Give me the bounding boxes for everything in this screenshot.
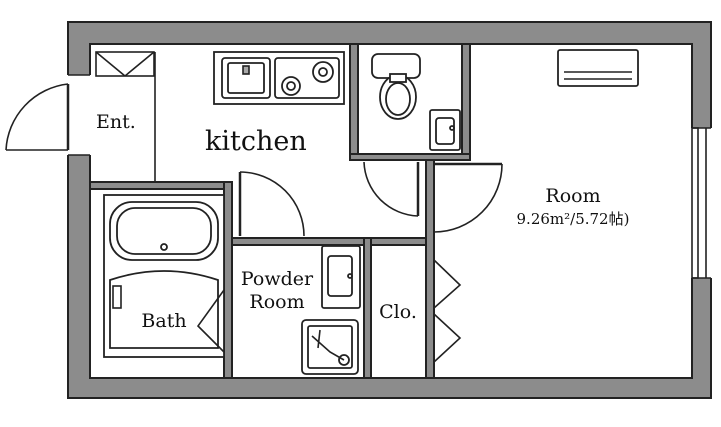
closet-doors: [433, 259, 462, 363]
bath-door: [196, 289, 225, 353]
entrance-opening: [66, 74, 92, 156]
exterior-walls: [67, 21, 712, 399]
washing-machine-pan-icon: [301, 319, 359, 375]
toilet-icon: [371, 53, 421, 120]
washbasin-icon: [429, 109, 461, 151]
interior-walls: [89, 43, 471, 379]
bathtub-icon: [103, 194, 225, 358]
closet-label: Clo.: [379, 301, 417, 323]
bath-label: Bath: [141, 310, 186, 332]
entrance-area: [95, 51, 156, 182]
powder-room-label-line1: Powder: [241, 268, 314, 290]
kitchen-counter: [213, 51, 345, 105]
washbasin-icon: [321, 245, 361, 309]
room-area-label: 9.26m²/5.72帖): [517, 210, 630, 228]
kitchen-label: kitchen: [205, 126, 307, 157]
room-label: Room: [545, 185, 600, 207]
powder-room-door: [238, 171, 305, 237]
powder-room-label-line2: Room: [249, 291, 304, 313]
entrance-label: Ent.: [96, 111, 136, 133]
window-right: [690, 127, 713, 279]
toilet-door: [363, 161, 420, 217]
room-labels: Ent. kitchen Room 9.26m²/5.72帖) Powder R…: [96, 111, 629, 332]
gas-stove-icon: [274, 57, 340, 99]
entrance-door: [5, 83, 70, 151]
air-conditioner-icon: [557, 49, 639, 87]
room-door: [433, 162, 503, 233]
kitchen-sink-icon: [221, 57, 271, 99]
